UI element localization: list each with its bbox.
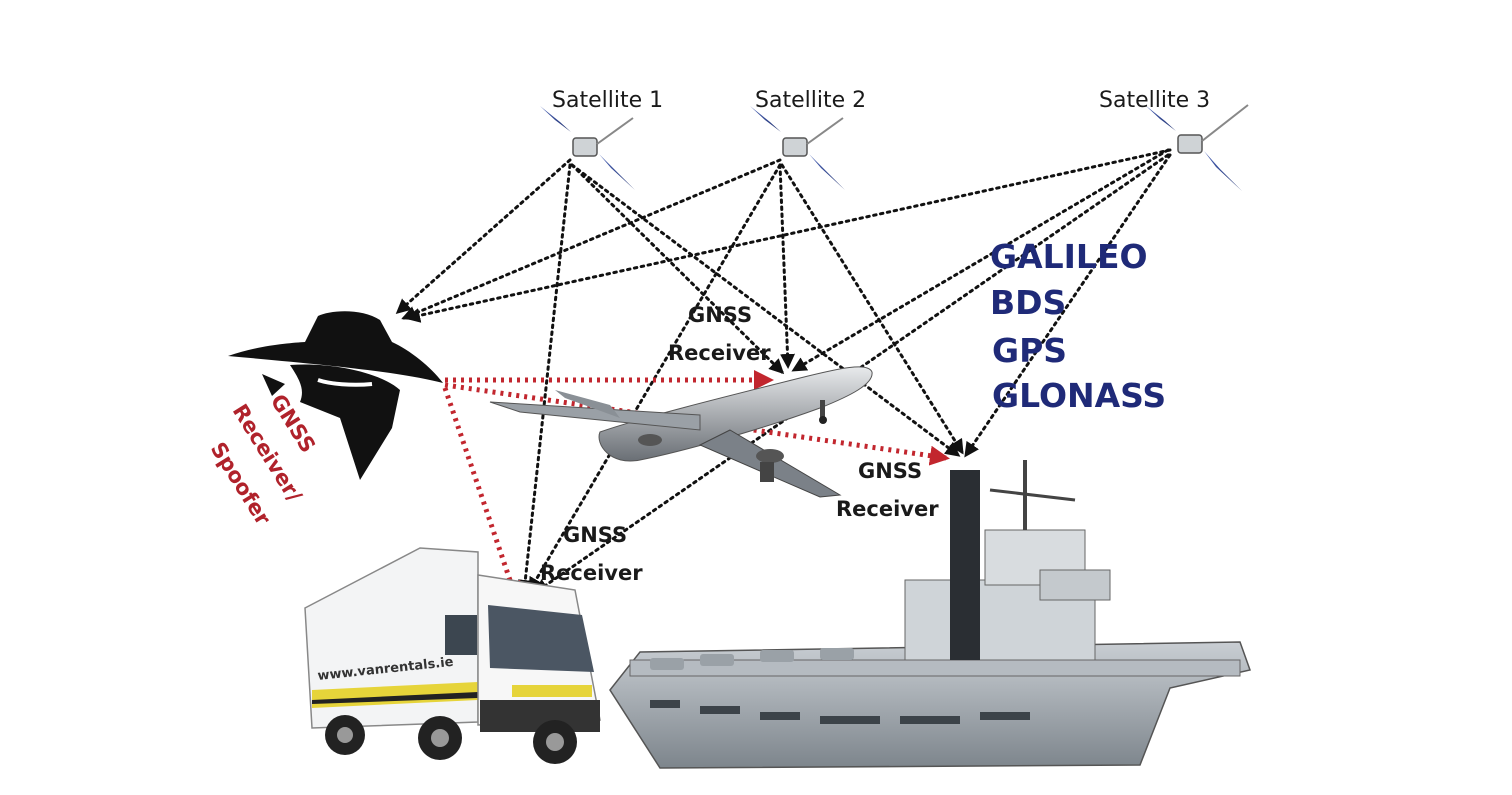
satellite-1-label: Satellite 1 bbox=[552, 88, 663, 113]
truck-receiver-label-line2: Receiver bbox=[540, 561, 643, 585]
link-sat3-ship bbox=[964, 153, 1172, 458]
truck-receiver-label-line1: GNSS bbox=[563, 523, 627, 547]
link-sat1-truck bbox=[517, 163, 572, 595]
satellite-3: Satellite 3 bbox=[1099, 88, 1249, 191]
deck-aircraft bbox=[650, 648, 854, 670]
warship-icon bbox=[609, 460, 1251, 769]
satellite-icon bbox=[1145, 104, 1249, 191]
spy-icon bbox=[228, 311, 443, 480]
system-item-glonass: GLONASS bbox=[992, 376, 1166, 415]
system-item-gps: GPS bbox=[992, 331, 1067, 370]
satellite-signal-links bbox=[395, 148, 1172, 595]
ship-windows bbox=[650, 700, 1030, 724]
link-sat2-aircraft bbox=[778, 163, 796, 369]
truck-icon: www.vanrentals.ie bbox=[304, 547, 601, 764]
link-sat3-aircraft bbox=[791, 148, 1170, 372]
aircraft: GNSS Receiver bbox=[489, 303, 873, 498]
satellite-icon bbox=[540, 106, 635, 190]
gnss-systems-list: GALILEO BDS GPS GLONASS bbox=[990, 237, 1166, 415]
link-sat3-spoofer bbox=[405, 148, 1172, 323]
satellite-1: Satellite 1 bbox=[540, 88, 663, 190]
link-sat2-spoofer bbox=[401, 158, 782, 321]
spoof-link-truck bbox=[442, 387, 521, 602]
satellite-3-label: Satellite 3 bbox=[1099, 88, 1210, 113]
spoofer-figure: GNSS Receiver/ Spoofer bbox=[206, 311, 443, 530]
ship-receiver-label-line2: Receiver bbox=[836, 497, 939, 521]
satellite-icon bbox=[750, 106, 845, 190]
spoofed-signal-links bbox=[442, 370, 950, 602]
aircraft-receiver-label-line2: Receiver bbox=[668, 341, 771, 365]
satellite-2-label: Satellite 2 bbox=[755, 88, 866, 113]
system-item-galileo: GALILEO bbox=[990, 237, 1148, 276]
airplane-icon bbox=[489, 366, 873, 498]
ship: GNSS Receiver bbox=[609, 459, 1251, 769]
link-sat1-aircraft bbox=[570, 163, 785, 375]
link-sat1-spoofer bbox=[395, 158, 572, 314]
system-item-bds: BDS bbox=[990, 283, 1066, 322]
aircraft-receiver-label-line1: GNSS bbox=[688, 303, 752, 327]
link-sat1-ship bbox=[570, 163, 961, 457]
link-sat2-ship bbox=[780, 163, 964, 455]
ship-receiver-label-line1: GNSS bbox=[858, 459, 922, 483]
truck: www.vanrentals.ie GNSS Receiver bbox=[304, 523, 643, 764]
satellite-2: Satellite 2 bbox=[750, 88, 866, 190]
